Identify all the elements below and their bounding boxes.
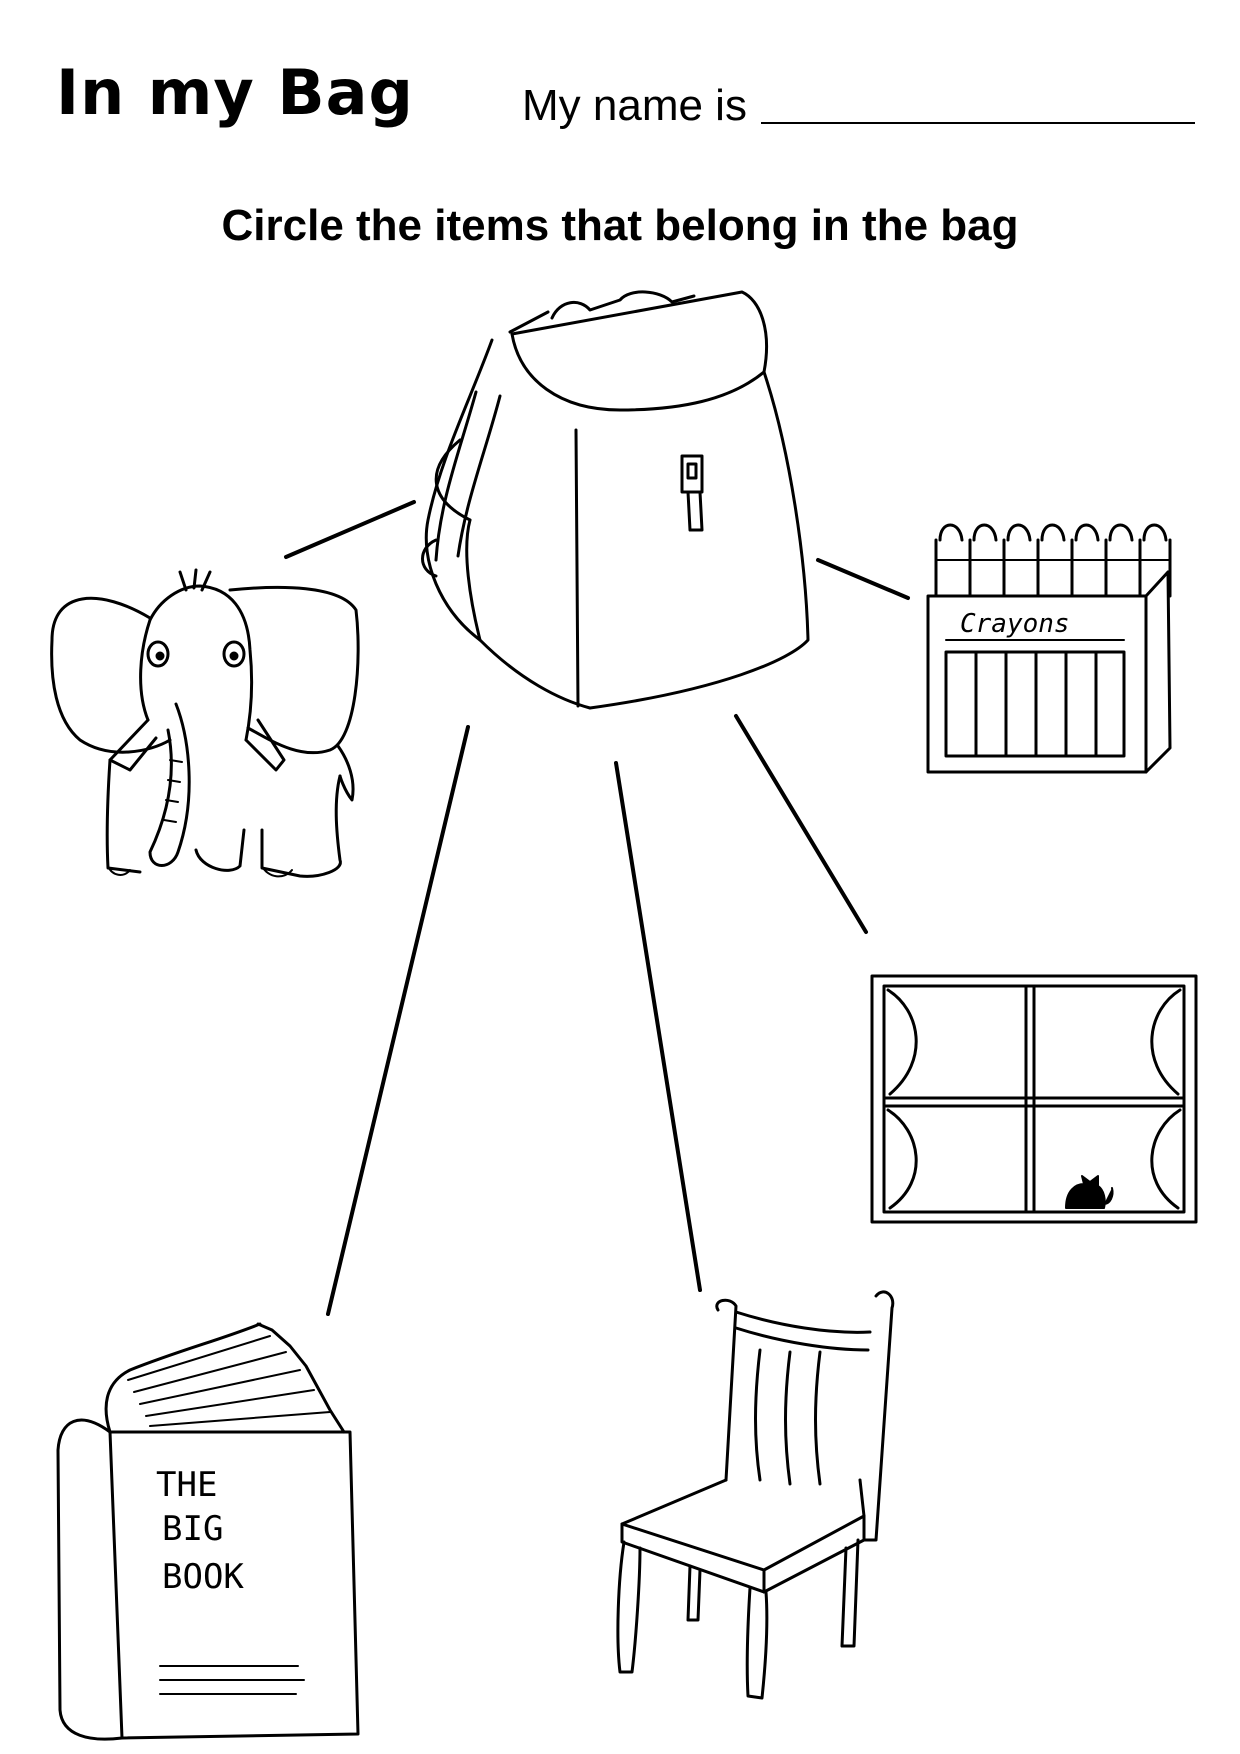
name-field: My name is [522, 84, 1195, 128]
crayons-label: Crayons [960, 609, 1070, 639]
name-label: My name is [522, 81, 747, 130]
book-icon: THE BIG BOOK [56, 1322, 360, 1741]
instruction-text: Circle the items that belong in the bag [221, 201, 1019, 250]
worksheet-title: In my Bag [56, 56, 414, 129]
window-icon [870, 974, 1198, 1224]
book-title-line1: THE [156, 1465, 217, 1505]
book-title-line3: BOOK [162, 1557, 244, 1597]
line-to-elephant [284, 500, 416, 559]
line-to-crayons [816, 558, 910, 600]
line-to-chair [614, 761, 702, 1292]
line-to-book [326, 725, 470, 1316]
elephant-icon [50, 568, 360, 878]
name-write-line[interactable] [760, 122, 1195, 124]
book-title-line2: BIG [162, 1509, 223, 1549]
line-to-window [734, 714, 868, 934]
backpack-icon [421, 290, 810, 710]
chair-icon [616, 1290, 895, 1700]
connector-lines [284, 500, 910, 1316]
crayons-box-icon: Crayons [926, 523, 1172, 774]
